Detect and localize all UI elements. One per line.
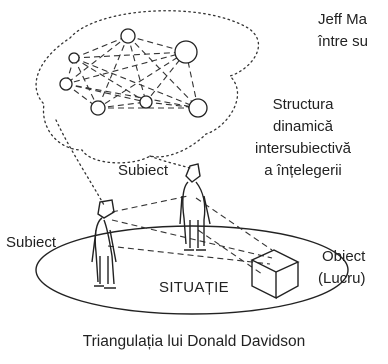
structure-label-line4: a înțelegerii xyxy=(264,162,342,179)
network-nodes xyxy=(59,28,208,118)
subject-top-label: Subiect xyxy=(118,162,169,179)
object-cube xyxy=(250,249,300,300)
figure-caption: Triangulația lui Donald Davidson xyxy=(82,333,306,350)
object-label-line2: (Lucru) xyxy=(318,270,366,287)
structure-label-line3: intersubiectivă xyxy=(255,140,351,157)
cloud-connector-left xyxy=(55,119,105,206)
structure-label-line1: Structura xyxy=(272,96,334,113)
structure-label-line2: dinamică xyxy=(272,118,334,135)
header-text-line1: Jeff Ma xyxy=(318,11,367,28)
subject-left-figure xyxy=(91,199,117,289)
situation-label: SITUAȚIE xyxy=(159,279,229,296)
situation-ellipse xyxy=(35,225,349,315)
thought-cloud-outline xyxy=(35,10,260,164)
subject-left-label: Subiect xyxy=(6,234,57,251)
header-text-line2: între su xyxy=(318,33,369,50)
object-label-line1: Obiect xyxy=(322,248,366,265)
subject-top-figure xyxy=(179,163,211,251)
